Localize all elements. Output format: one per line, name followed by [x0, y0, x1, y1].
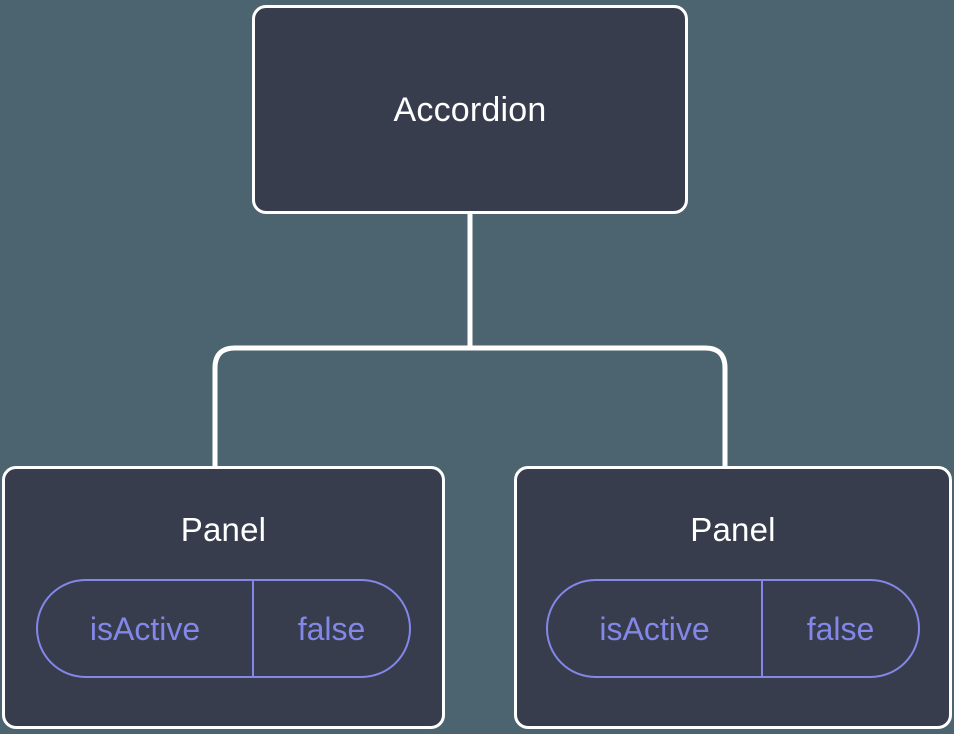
node-panel-left[interactable]: Panel isActive false [2, 466, 445, 729]
node-accordion[interactable]: Accordion [252, 5, 688, 214]
state-key-panel-right: isActive [548, 581, 763, 676]
state-key-panel-left: isActive [38, 581, 254, 676]
node-panel-right-title: Panel [690, 511, 776, 548]
node-panel-right[interactable]: Panel isActive false [514, 466, 952, 729]
connector-to-panel-right [470, 345, 728, 470]
state-value-panel-left: false [297, 610, 366, 647]
node-panel-left-title: Panel [180, 511, 267, 548]
state-badge-panel-left[interactable]: isActive false [36, 579, 411, 678]
state-value-panel-right: false [806, 610, 875, 647]
connector-to-panel-left [212, 345, 470, 470]
state-badge-panel-right[interactable]: isActive false [546, 579, 920, 678]
node-accordion-title: Accordion [393, 90, 547, 129]
